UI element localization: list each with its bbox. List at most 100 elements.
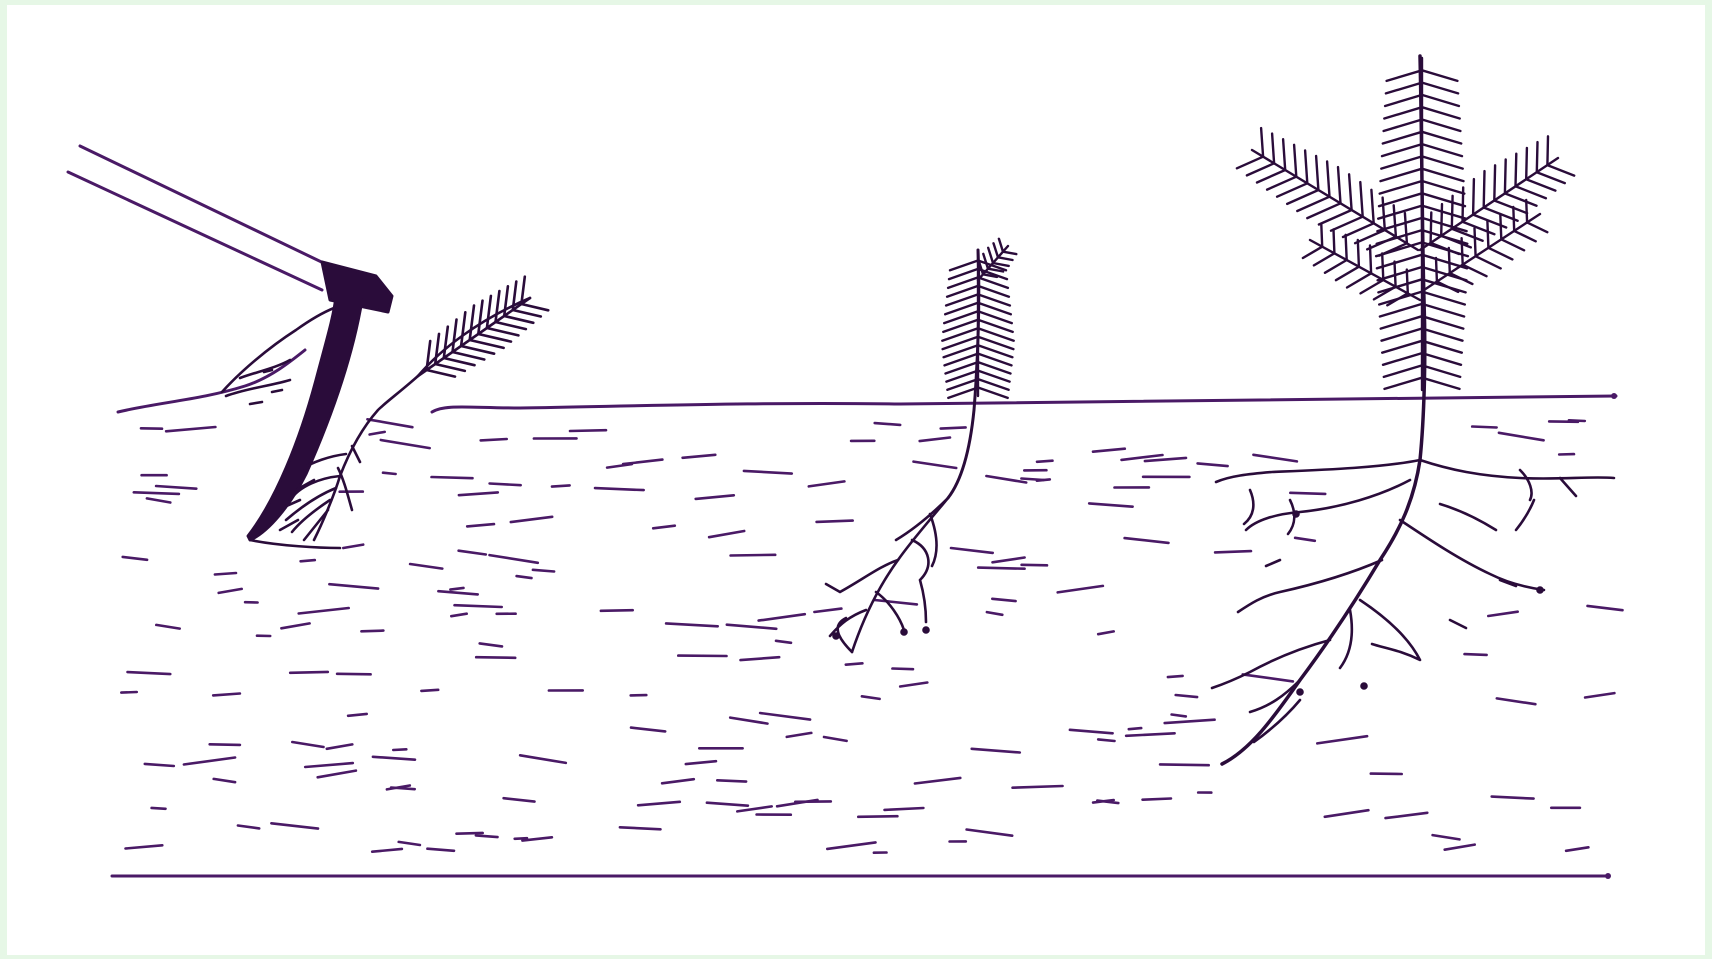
needle bbox=[1334, 230, 1335, 254]
needle bbox=[1547, 136, 1548, 165]
needle bbox=[1441, 204, 1442, 236]
needle bbox=[513, 310, 541, 317]
soil-dash bbox=[1243, 674, 1293, 681]
soil-dash bbox=[370, 432, 385, 435]
ground-line-end-dot bbox=[1611, 393, 1617, 399]
needle bbox=[1358, 240, 1359, 267]
soil-dash bbox=[1290, 493, 1325, 494]
needle bbox=[1387, 293, 1408, 305]
needle bbox=[1381, 169, 1423, 181]
soil-dash bbox=[476, 657, 515, 658]
soil-dash bbox=[809, 481, 845, 486]
needle bbox=[478, 334, 511, 342]
needle bbox=[1360, 182, 1362, 217]
needle bbox=[1422, 329, 1463, 341]
needle bbox=[950, 261, 978, 271]
soil-dash bbox=[292, 742, 323, 747]
needle bbox=[1422, 292, 1465, 305]
soil-dash bbox=[367, 419, 412, 427]
soil-dash bbox=[152, 808, 166, 809]
soil-dash bbox=[638, 802, 680, 806]
needle bbox=[1338, 167, 1341, 203]
needle bbox=[1463, 222, 1495, 235]
needle bbox=[1463, 265, 1487, 277]
baseline-end-dot bbox=[1605, 873, 1611, 879]
soil-dash bbox=[1070, 730, 1113, 734]
needle bbox=[1422, 193, 1465, 206]
needle bbox=[1384, 120, 1422, 132]
soil-dash bbox=[327, 744, 353, 748]
soil-dash bbox=[653, 526, 675, 529]
soil-dash bbox=[885, 808, 924, 810]
needle bbox=[1386, 83, 1422, 94]
soil-dash bbox=[993, 558, 1025, 563]
needle bbox=[1505, 160, 1506, 194]
soil-dash bbox=[1021, 479, 1043, 481]
needle bbox=[1422, 156, 1463, 168]
soil-dash bbox=[490, 555, 538, 563]
soil-dash bbox=[214, 779, 235, 782]
needle bbox=[1383, 353, 1422, 365]
soil-dash bbox=[1125, 538, 1169, 543]
soil-dash bbox=[875, 600, 917, 604]
needle bbox=[427, 370, 455, 377]
needle bbox=[1383, 198, 1385, 230]
needle bbox=[1537, 142, 1538, 172]
needle bbox=[1394, 205, 1396, 236]
soil-dash bbox=[552, 485, 570, 486]
needle bbox=[1462, 238, 1463, 265]
soil-dash bbox=[972, 749, 1020, 753]
needle bbox=[1367, 237, 1396, 250]
needle bbox=[435, 334, 439, 364]
needle bbox=[470, 306, 474, 341]
soil-dash bbox=[455, 605, 502, 607]
needle bbox=[1475, 228, 1476, 256]
needle bbox=[1383, 132, 1422, 144]
soil-dash bbox=[1499, 433, 1544, 441]
soil-dash bbox=[1497, 698, 1536, 704]
soil-dash bbox=[318, 771, 356, 778]
soil-dash bbox=[1172, 715, 1186, 717]
soil-dash bbox=[992, 599, 1015, 601]
soil-dash bbox=[776, 641, 791, 643]
young-tree bbox=[1212, 56, 1614, 764]
soil-dash bbox=[717, 780, 746, 781]
needle bbox=[1547, 165, 1574, 176]
needle bbox=[1382, 341, 1422, 353]
needle bbox=[999, 239, 1003, 252]
needle bbox=[1422, 120, 1460, 132]
needle bbox=[1452, 196, 1453, 229]
needle bbox=[1303, 247, 1322, 258]
soil-dash bbox=[467, 524, 494, 526]
soil-dash bbox=[1089, 503, 1132, 506]
needle bbox=[1347, 273, 1371, 287]
needle bbox=[521, 304, 548, 310]
soil-dash bbox=[730, 718, 767, 724]
soil-dash bbox=[623, 460, 662, 465]
soil-dash bbox=[305, 763, 353, 767]
soil-dash bbox=[760, 713, 810, 720]
needle bbox=[1325, 260, 1347, 273]
needle bbox=[453, 320, 457, 353]
soil-dash bbox=[827, 842, 875, 849]
soil-texture bbox=[121, 419, 1622, 852]
needle bbox=[1422, 181, 1464, 194]
needle bbox=[1422, 378, 1460, 389]
needle bbox=[1422, 70, 1457, 81]
needle bbox=[1382, 144, 1422, 156]
soil-dash bbox=[941, 427, 966, 428]
needle bbox=[1331, 217, 1363, 231]
needle bbox=[1476, 256, 1501, 268]
soil-dash bbox=[570, 430, 606, 431]
needle bbox=[444, 358, 475, 365]
soil-dash bbox=[744, 471, 792, 474]
needle bbox=[1500, 214, 1501, 239]
soil-dash bbox=[1295, 538, 1315, 541]
needle bbox=[1422, 341, 1462, 353]
needle bbox=[1003, 252, 1016, 254]
needle bbox=[470, 340, 504, 348]
needle bbox=[1382, 254, 1383, 281]
soil-dash bbox=[343, 545, 363, 548]
needle bbox=[1382, 329, 1423, 341]
